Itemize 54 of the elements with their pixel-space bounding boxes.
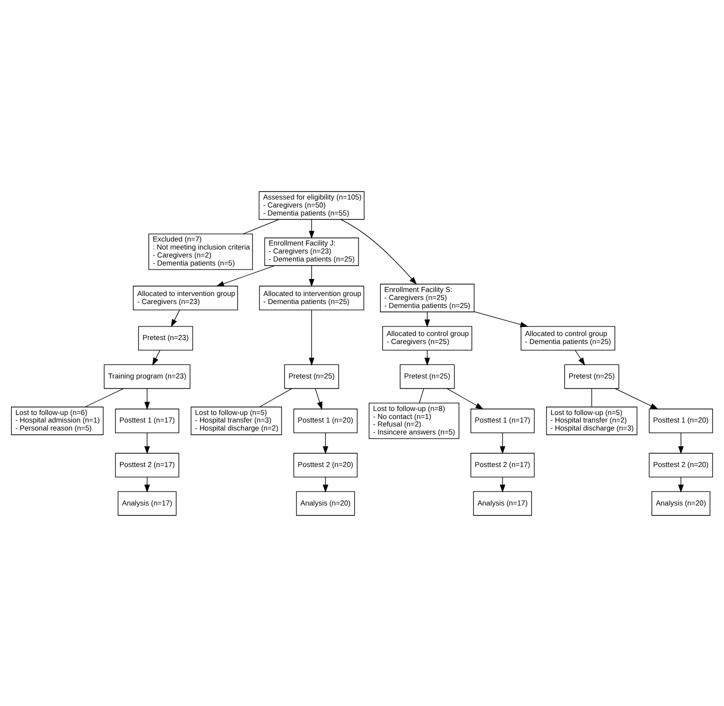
node-box: Posttest 2 (n=17) — [470, 452, 535, 477]
arrow — [678, 432, 684, 454]
node-box: Posttest 1 (n=20) — [648, 408, 713, 433]
connector — [242, 218, 280, 234]
arrow — [322, 432, 328, 454]
arrow — [216, 264, 275, 286]
arrow — [446, 388, 484, 409]
arrow — [308, 218, 314, 238]
node-box: Excluded (n=7) : Not meeting inclusion criteria - Caregivers (n=2) - Dementia patients (n=5) — [148, 233, 253, 270]
arrow — [474, 310, 528, 327]
node-box: Lost to follow-up (n=8) - No contact (n=1) - Refusal (n=2) - Insincere answers (n=5) — [368, 402, 460, 439]
node-box: Enrollment Facility J: - Caregivers (n=23) - Dementia patients (n=25) — [264, 237, 359, 266]
node-box: Training program (n=23) — [104, 364, 190, 388]
node-box: Pretest (n=23) — [138, 326, 194, 350]
node-box: Pretest (n=25) — [284, 364, 340, 388]
node-box: Posttest 2 (n=20) — [648, 452, 713, 477]
arrow — [152, 349, 160, 366]
node-box: Lost to follow-up (n=5) - Hospital transfer (n=3) - Hospital discharge (n=2) — [190, 406, 282, 435]
arrow — [308, 309, 314, 366]
arrow — [500, 476, 506, 492]
node-box: Posttest 1 (n=20) — [293, 408, 358, 433]
node-box: Lost to follow-up (n=6) - Hospital admission (n=1) - Personal reason (n=5) — [11, 406, 104, 435]
connector — [419, 388, 424, 403]
node-box: Analysis (n=17) — [118, 490, 177, 516]
connector — [259, 388, 292, 407]
arrow — [322, 476, 328, 492]
node-box: Posttest 2 (n=17) — [115, 452, 180, 477]
arrow — [308, 264, 314, 286]
node-box: Analysis (n=20) — [296, 490, 355, 516]
arrow — [574, 349, 586, 366]
arrow — [340, 218, 417, 284]
node-box: Analysis (n=20) — [652, 490, 710, 516]
node-box: Posttest 2 (n=20) — [293, 452, 358, 477]
node-box: Allocated to control group - Dementia patients (n=25) — [520, 326, 616, 350]
node-box: Allocated to intervention group - Caregivers (n=23) — [132, 285, 238, 310]
arrow — [144, 432, 150, 454]
node-box: Allocated to control group - Caregivers (n=25) — [382, 326, 472, 350]
node-box: Posttest 1 (n=17) — [115, 408, 180, 433]
arrow — [678, 476, 684, 492]
node-box: Assessed for eligibility (n=105) - Caregivers (n=50) - Dementia patients (n=55) — [258, 190, 364, 220]
connector — [591, 388, 592, 407]
node-box: Lost to follow-up (n=5) - Hospital transfer (n=2) - Hospital discharge (n=3) — [546, 406, 638, 435]
node-box: Enrollment Facility S: - Caregivers (n=25) - Dementia patients (n=25) — [380, 283, 474, 312]
node-box: Analysis (n=17) — [473, 490, 532, 516]
arrow — [314, 388, 322, 410]
node-box: Posttest 1 (n=17) — [470, 408, 535, 433]
node-box: Pretest (n=25) — [564, 364, 620, 388]
arrow — [144, 388, 150, 410]
connector — [84, 388, 124, 407]
arrow — [170, 309, 180, 327]
arrow — [500, 432, 506, 454]
arrow — [614, 388, 658, 409]
node-box: Pretest (n=25) — [400, 364, 455, 388]
node-box: Allocated to intervention group - Dementia patients (n=25) — [259, 285, 364, 310]
